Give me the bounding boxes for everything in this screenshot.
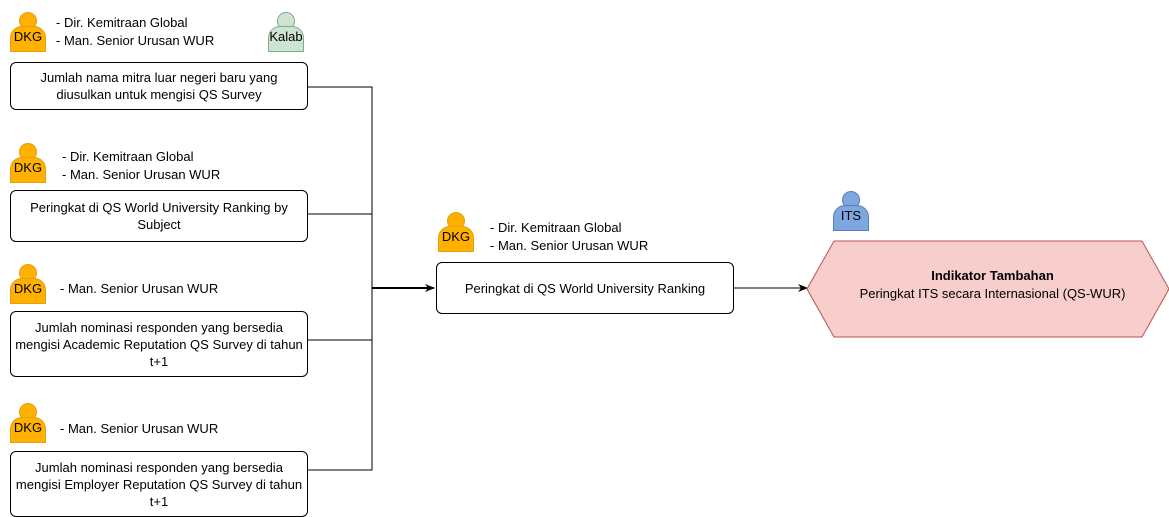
role-list: - Man. Senior Urusan WUR	[60, 420, 218, 438]
role-item: - Dir. Kemitraan Global	[56, 15, 188, 30]
person-icon: DKG	[10, 264, 46, 304]
indicator-box[interactable]: Peringkat di QS World University Ranking…	[10, 190, 308, 242]
indicator-box[interactable]: Jumlah nominasi responden yang bersedia …	[10, 311, 308, 377]
merge-connector	[307, 86, 373, 471]
role-tag: DKG	[13, 160, 43, 175]
role-item: - Man. Senior Urusan WUR	[62, 167, 221, 182]
person-icon: DKG	[10, 403, 46, 443]
role-list: - Dir. Kemitraan Global - Man. Senior Ur…	[56, 14, 214, 50]
role-tag: DKG	[13, 281, 43, 296]
role-item: - Man. Senior Urusan WUR	[60, 421, 219, 436]
indicator-box[interactable]: Jumlah nama mitra luar negeri baru yang …	[10, 62, 308, 110]
role-item: - Man. Senior Urusan WUR	[60, 281, 219, 296]
role-item: - Dir. Kemitraan Global	[62, 149, 194, 164]
indicator-text: Jumlah nama mitra luar negeri baru yang …	[40, 70, 278, 102]
role-item: - Man. Senior Urusan WUR	[490, 238, 649, 253]
role-item: - Man. Senior Urusan WUR	[56, 33, 215, 48]
center-indicator-box[interactable]: Peringkat di QS World University Ranking	[436, 262, 734, 314]
role-list: - Man. Senior Urusan WUR	[60, 280, 218, 298]
role-tag: DKG	[13, 29, 43, 44]
role-list: - Dir. Kemitraan Global - Man. Senior Ur…	[490, 219, 648, 255]
person-icon: DKG	[10, 143, 46, 183]
role-tag: ITS	[840, 208, 862, 223]
person-icon: DKG	[438, 212, 474, 252]
target-title: Indikator Tambahan	[931, 268, 1054, 283]
role-tag: DKG	[441, 229, 471, 244]
role-list: - Dir. Kemitraan Global - Man. Senior Ur…	[62, 148, 220, 184]
person-icon: Kalab	[268, 12, 304, 52]
target-indicator-text: Indikator Tambahan Peringkat ITS secara …	[820, 267, 1165, 303]
role-item: - Dir. Kemitraan Global	[490, 220, 622, 235]
role-tag: Kalab	[269, 29, 303, 44]
center-indicator-text: Peringkat di QS World University Ranking	[464, 280, 706, 296]
indicator-text: Peringkat di QS World University Ranking…	[30, 200, 288, 232]
role-tag: DKG	[13, 420, 43, 435]
person-icon: DKG	[10, 12, 46, 52]
indicator-text: Jumlah nominasi responden yang bersedia …	[15, 319, 303, 369]
target-subtitle: Peringkat ITS secara Internasional (QS-W…	[859, 286, 1126, 301]
indicator-text: Jumlah nominasi responden yang bersedia …	[15, 459, 303, 509]
person-icon: ITS	[833, 191, 869, 231]
target-indicator-hexagon[interactable]	[806, 240, 1169, 338]
indicator-box[interactable]: Jumlah nominasi responden yang bersedia …	[10, 451, 308, 517]
